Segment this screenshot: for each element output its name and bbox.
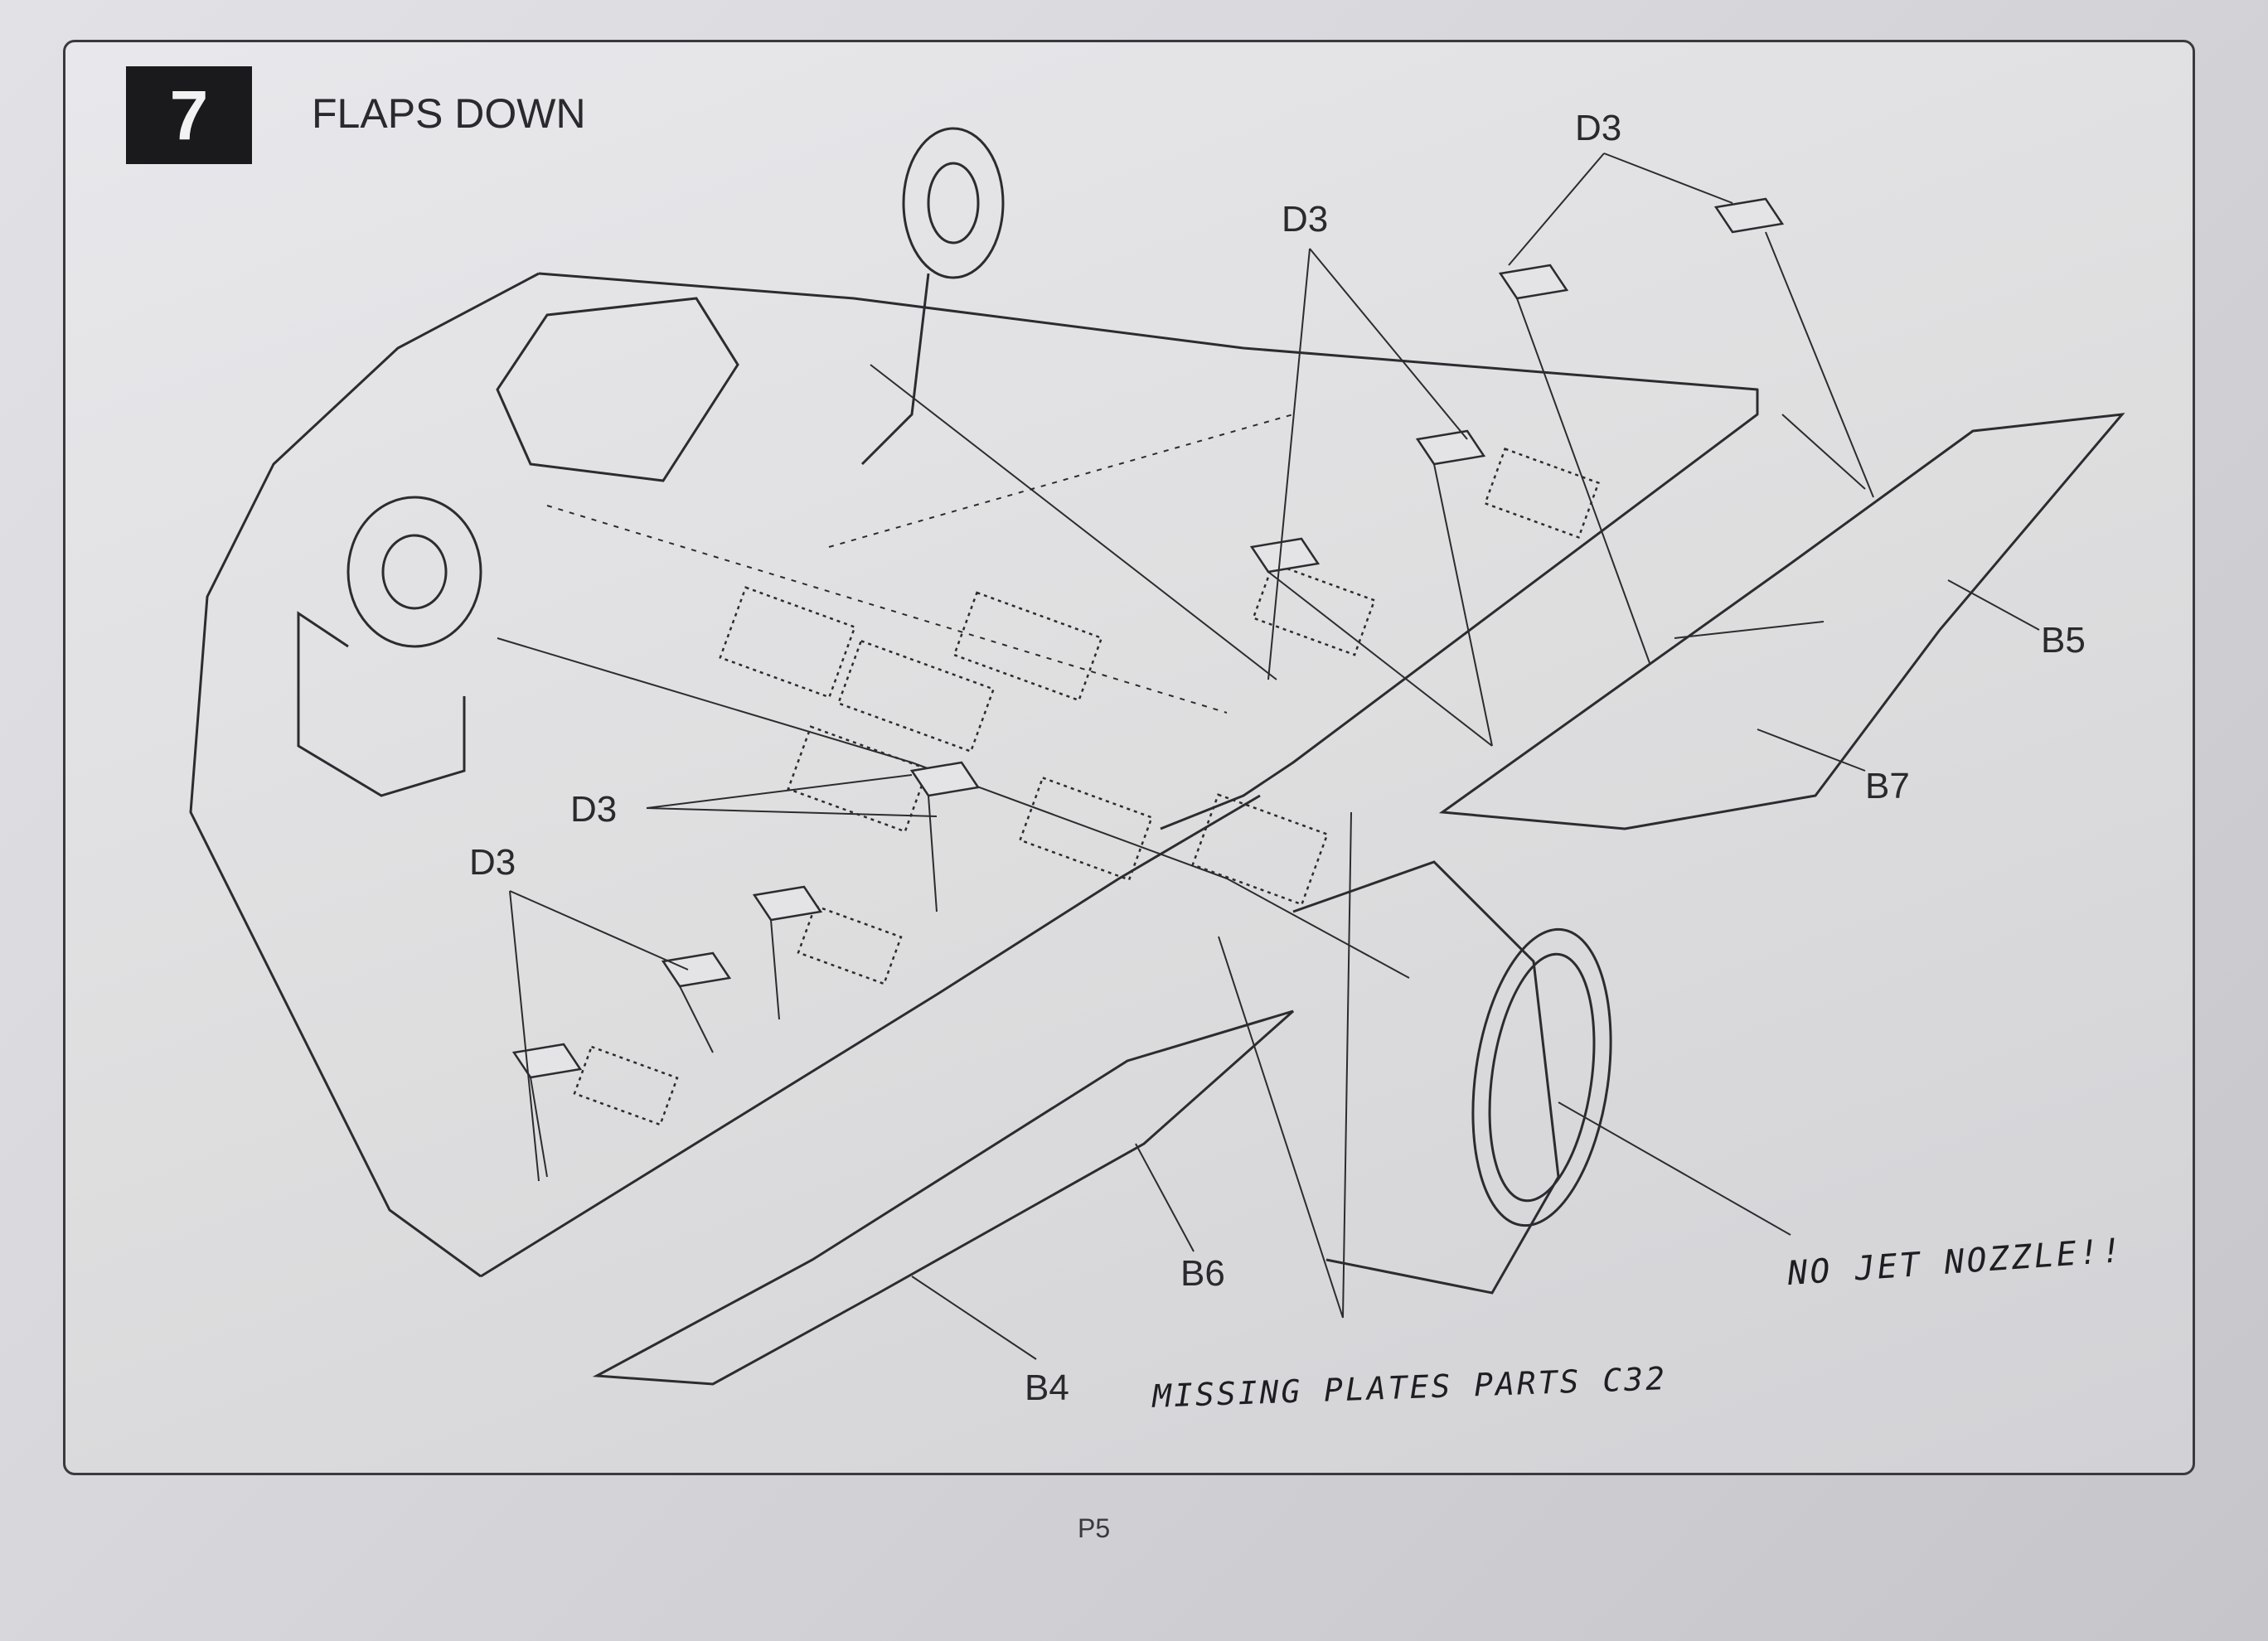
step-number: 7	[169, 75, 209, 154]
access-panel	[1252, 562, 1376, 656]
label-b7: B7	[1865, 766, 1910, 806]
access-panel	[952, 591, 1103, 702]
rib-line	[828, 414, 1294, 548]
access-panel	[1191, 793, 1329, 906]
label-d3: D3	[1282, 199, 1329, 240]
label-b4: B4	[1025, 1368, 1069, 1408]
access-panel	[1484, 447, 1600, 540]
access-panel	[787, 725, 929, 833]
step-title: FLAPS DOWN	[312, 90, 586, 137]
label-b6: B6	[1180, 1253, 1225, 1294]
rib-line	[546, 505, 1228, 714]
label-d3: D3	[570, 789, 618, 830]
label-d3: D3	[1575, 108, 1622, 148]
landing-gear	[297, 127, 1005, 797]
main-wheel-right	[902, 127, 1005, 279]
d3-bracket	[661, 951, 732, 988]
main-wheel-left	[346, 496, 482, 648]
hinge-brackets	[511, 197, 1785, 1079]
wing-leading-edge	[538, 272, 1759, 830]
leader-lines	[509, 152, 2040, 1360]
access-panel	[573, 1045, 679, 1126]
step-panel	[63, 40, 2195, 1475]
access-panels	[573, 447, 1600, 1126]
label-b5: B5	[2041, 620, 2086, 661]
flap-b5	[1438, 413, 2125, 830]
page-number: P5	[1078, 1513, 1111, 1543]
access-panel	[797, 904, 903, 985]
access-panel	[836, 639, 996, 753]
d3-bracket	[1498, 264, 1569, 300]
wing-outer-edge-left	[189, 272, 540, 1278]
gear-door-left	[297, 611, 466, 797]
d3-bracket	[1249, 537, 1321, 574]
wing-root-line	[870, 364, 1277, 680]
d3-bracket	[1713, 197, 1785, 234]
fuselage-seam	[497, 637, 1410, 979]
step-number-badge: 7	[126, 66, 252, 164]
access-panel	[719, 586, 856, 699]
gear-door-right	[496, 297, 739, 482]
d3-bracket	[511, 1043, 583, 1079]
label-d3: D3	[469, 842, 516, 883]
engine-exhaust	[1292, 860, 1612, 1295]
d3-bracket	[1415, 429, 1486, 466]
d3-bracket	[909, 761, 981, 797]
d3-bracket	[752, 885, 823, 922]
flap-b4	[592, 1009, 1294, 1386]
wing-trailing-edge	[480, 794, 1261, 1278]
access-panel	[1018, 776, 1154, 882]
